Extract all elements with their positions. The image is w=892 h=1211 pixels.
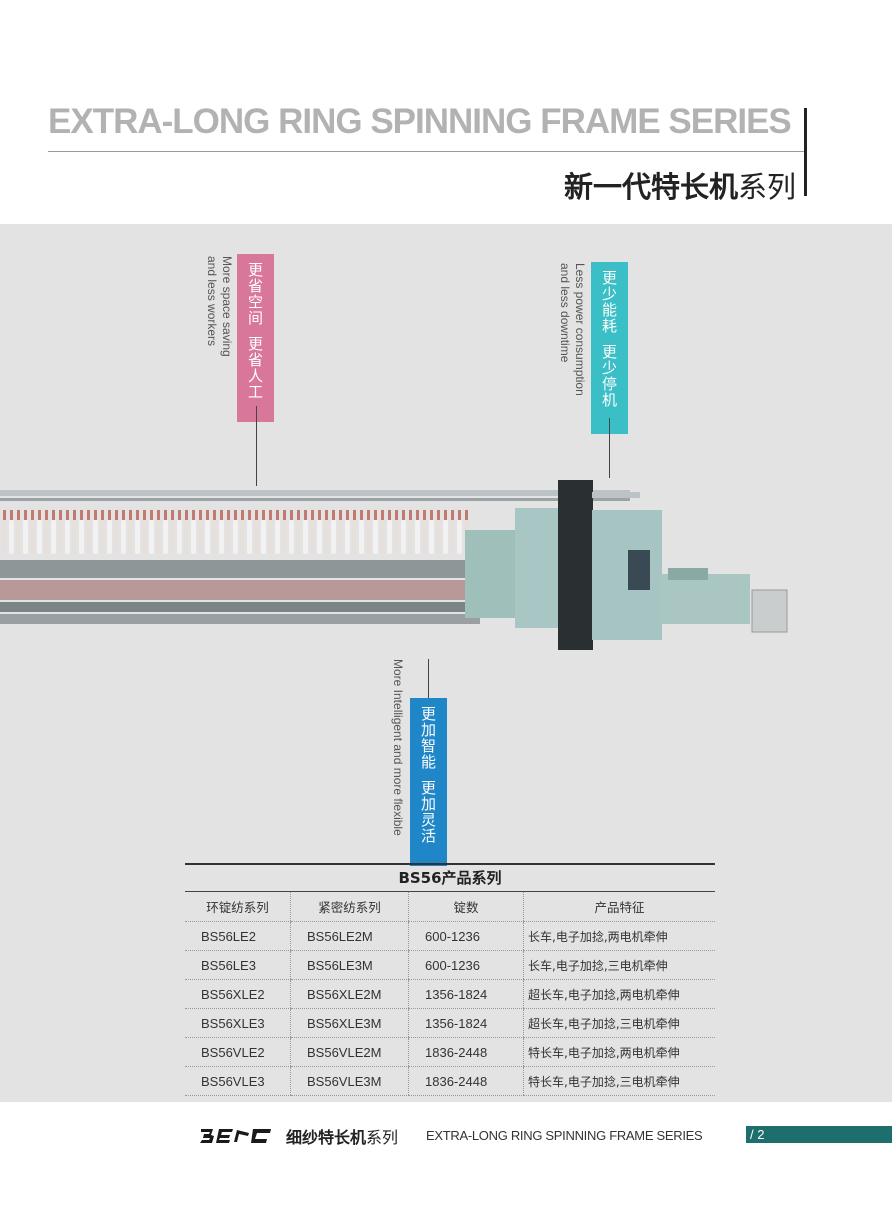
spinning-frame-illustration	[0, 480, 788, 650]
connector-line-power	[609, 418, 610, 478]
cell-ring-model: BS56LE2	[185, 921, 291, 951]
cell-spindles: 1356-1824	[408, 979, 524, 1009]
table-row: BS56LE3 BS56LE3M 600-1236 长车,电子加捻,三电机牵伸	[185, 950, 715, 980]
title-english: EXTRA-LONG RING SPINNING FRAME SERIES	[48, 102, 792, 141]
cell-ring-model: BS56XLE2	[185, 979, 291, 1009]
cell-ring-model: BS56XLE3	[185, 1008, 291, 1038]
table-row: BS56LE2 BS56LE2M 600-1236 长车,电子加捻,两电机牵伸	[185, 921, 715, 951]
product-series-table: BS56产品系列 环锭纺系列 紧密纺系列 锭数 产品特征 BS56LE2 BS5…	[185, 863, 715, 1096]
cell-features: 超长车,电子加捻,三电机牵伸	[523, 1008, 715, 1038]
cell-ring-model: BS56VLE3	[185, 1066, 291, 1096]
feature-tag-power-line2: 更少停机	[600, 344, 618, 408]
cell-features: 长车,电子加捻,三电机牵伸	[523, 950, 715, 980]
page-number: / 2	[750, 1127, 765, 1142]
feature-tag-smart-line1: 更加智能	[419, 706, 437, 770]
feature-tag-power-line1: 更少能耗	[600, 270, 618, 334]
cell-compact-model: BS56VLE3M	[290, 1066, 409, 1096]
title-divider	[48, 151, 806, 152]
title-cn-bold: 新一代特长机	[563, 170, 738, 204]
feature-desc-power-line2: and less downtime	[558, 263, 572, 363]
connector-line-smart	[428, 659, 429, 698]
feature-desc-smart: More Intelligent and more flexible	[390, 659, 405, 836]
feature-desc-power: Less power consumption and less downtime	[557, 263, 587, 396]
title-chinese: 新一代特长机系列	[564, 164, 796, 206]
cell-compact-model: BS56LE2M	[290, 921, 409, 951]
table-header-features: 产品特征	[523, 892, 715, 922]
feature-tag-space: 更省空间 更省人工	[237, 254, 274, 422]
footer-title-cn: 细纱特长机系列	[286, 1124, 398, 1148]
cell-features: 特长车,电子加捻,三电机牵伸	[523, 1066, 715, 1096]
cell-spindles: 600-1236	[408, 950, 524, 980]
table-row: BS56XLE2 BS56XLE2M 1356-1824 超长车,电子加捻,两电…	[185, 979, 715, 1009]
best-logo-icon	[200, 1129, 271, 1143]
feature-desc-power-line1: Less power consumption	[573, 263, 587, 396]
cell-features: 特长车,电子加捻,两电机牵伸	[523, 1037, 715, 1067]
table-row: BS56VLE3 BS56VLE3M 1836-2448 特长车,电子加捻,三电…	[185, 1066, 715, 1096]
cell-compact-model: BS56XLE3M	[290, 1008, 409, 1038]
product-table: 环锭纺系列 紧密纺系列 锭数 产品特征 BS56LE2 BS56LE2M 600…	[185, 892, 715, 1096]
cell-compact-model: BS56VLE2M	[290, 1037, 409, 1067]
feature-tag-smart-line2: 更加灵活	[419, 780, 437, 844]
feature-tag-power: 更少能耗 更少停机	[591, 262, 628, 434]
cell-ring-model: BS56VLE2	[185, 1037, 291, 1067]
feature-desc-smart-line1: More Intelligent and more flexible	[391, 659, 405, 836]
table-top-rule	[185, 863, 715, 865]
table-row: BS56VLE2 BS56VLE2M 1836-2448 特长车,电子加捻,两电…	[185, 1037, 715, 1067]
footer-cn-light: 系列	[366, 1128, 399, 1147]
feature-tag-smart: 更加智能 更加灵活	[410, 698, 447, 866]
cell-spindles: 1356-1824	[408, 1008, 524, 1038]
footer-title-en: EXTRA-LONG RING SPINNING FRAME SERIES	[426, 1128, 703, 1143]
title-side-bar	[804, 108, 807, 196]
feature-desc-space-line2: and less workers	[205, 256, 219, 347]
table-header-spindles: 锭数	[408, 892, 524, 922]
feature-desc-space: More space saving and less workers	[204, 256, 234, 357]
cell-spindles: 1836-2448	[408, 1037, 524, 1067]
table-header-compact: 紧密纺系列	[290, 892, 409, 922]
title-cn-light: 系列	[737, 170, 796, 204]
cell-compact-model: BS56LE3M	[290, 950, 409, 980]
connector-line-space	[256, 406, 257, 486]
table-header-ring: 环锭纺系列	[185, 892, 291, 922]
cell-spindles: 600-1236	[408, 921, 524, 951]
table-row: BS56XLE3 BS56XLE3M 1356-1824 超长车,电子加捻,三电…	[185, 1008, 715, 1038]
table-header-row: 环锭纺系列 紧密纺系列 锭数 产品特征	[185, 892, 715, 922]
footer-page-bar	[746, 1126, 892, 1143]
table-title: BS56产品系列	[185, 865, 715, 892]
feature-tag-space-line1: 更省空间	[246, 262, 264, 326]
feature-desc-space-line1: More space saving	[220, 256, 234, 357]
footer-cn-bold: 细纱特长机	[286, 1128, 367, 1147]
feature-tag-space-line2: 更省人工	[246, 336, 264, 400]
cell-compact-model: BS56XLE2M	[290, 979, 409, 1009]
cell-features: 长车,电子加捻,两电机牵伸	[523, 921, 715, 951]
cell-spindles: 1836-2448	[408, 1066, 524, 1096]
cell-ring-model: BS56LE3	[185, 950, 291, 980]
cell-features: 超长车,电子加捻,两电机牵伸	[523, 979, 715, 1009]
